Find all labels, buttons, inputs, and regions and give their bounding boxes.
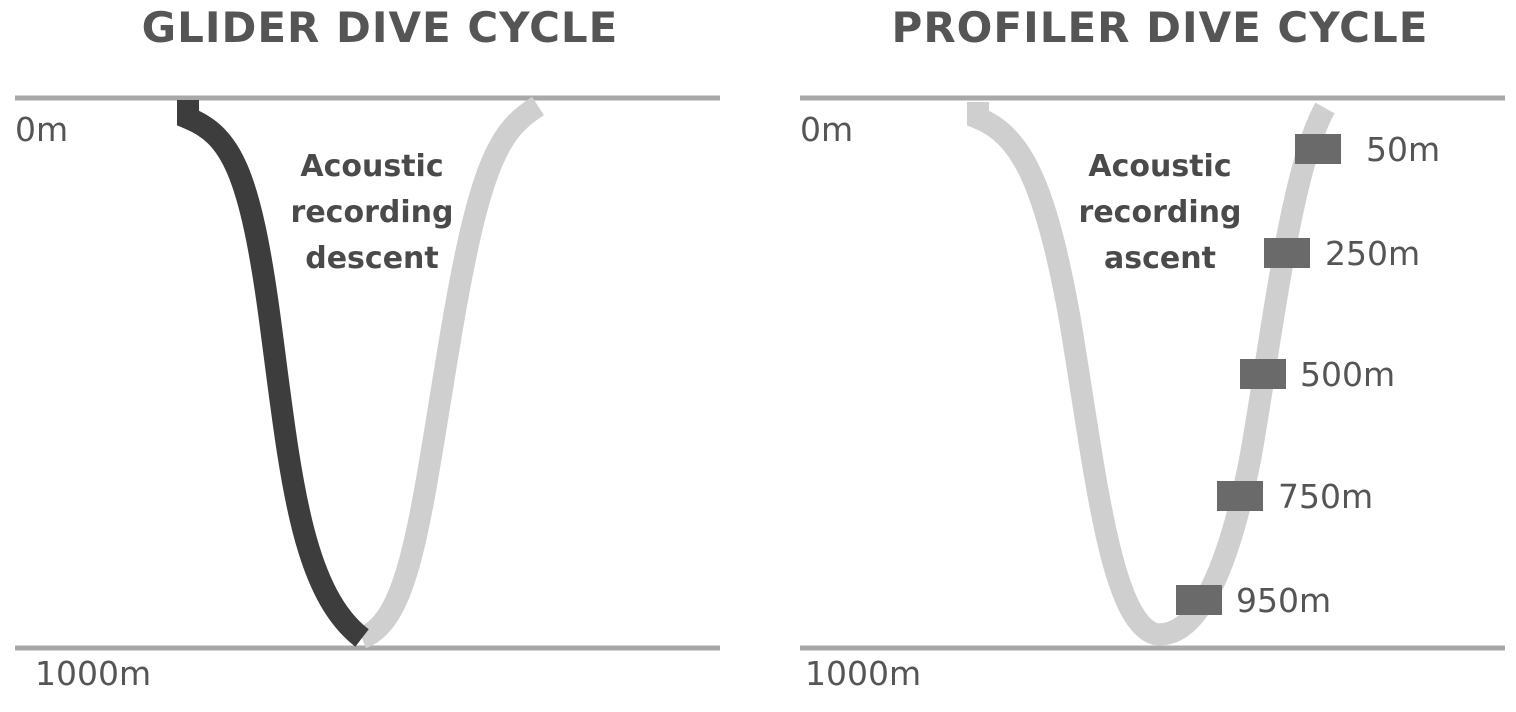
sensor-500m-marker	[1240, 359, 1286, 389]
profiler-title: PROFILER DIVE CYCLE	[891, 3, 1429, 52]
glider-annotation: Acoustic recording descent	[272, 144, 472, 282]
annotation-line: descent	[305, 241, 439, 276]
sensor-750m-marker	[1217, 481, 1263, 511]
annotation-line: Acoustic	[1088, 149, 1232, 184]
profiler-bottom-label: 1000m	[805, 654, 922, 693]
profiler-annotation: Acoustic recording ascent	[1060, 144, 1260, 282]
profiler-dive-path	[967, 102, 1335, 646]
glider-descent-path	[177, 100, 370, 647]
glider-panel: GLIDER DIVE CYCLE 0m 1000m Acoustic reco…	[0, 0, 740, 712]
sensor-950m-marker	[1176, 585, 1222, 615]
sensor-label-50m: 50m	[1366, 130, 1441, 169]
profiler-panel: PROFILER DIVE CYCLE 0m 1000m Acoustic re…	[770, 0, 1516, 712]
sensor-250m-marker	[1264, 238, 1310, 268]
glider-bottom-label: 1000m	[35, 654, 152, 693]
annotation-line: ascent	[1104, 241, 1216, 276]
sensor-label-250m: 250m	[1325, 234, 1421, 273]
sensor-50m-marker	[1295, 134, 1341, 164]
glider-surface-label: 0m	[15, 110, 69, 149]
glider-diagram	[15, 95, 720, 651]
profiler-diagram	[800, 95, 1505, 651]
sensor-label-950m: 950m	[1236, 581, 1332, 620]
sensor-label-500m: 500m	[1300, 355, 1396, 394]
glider-title: GLIDER DIVE CYCLE	[141, 3, 619, 52]
profiler-surface-label: 0m	[800, 110, 854, 149]
sensor-label-750m: 750m	[1278, 477, 1374, 516]
annotation-line: recording	[1078, 195, 1242, 230]
annotation-line: recording	[290, 195, 454, 230]
annotation-line: Acoustic	[300, 149, 444, 184]
glider-ascent-path	[357, 96, 544, 649]
